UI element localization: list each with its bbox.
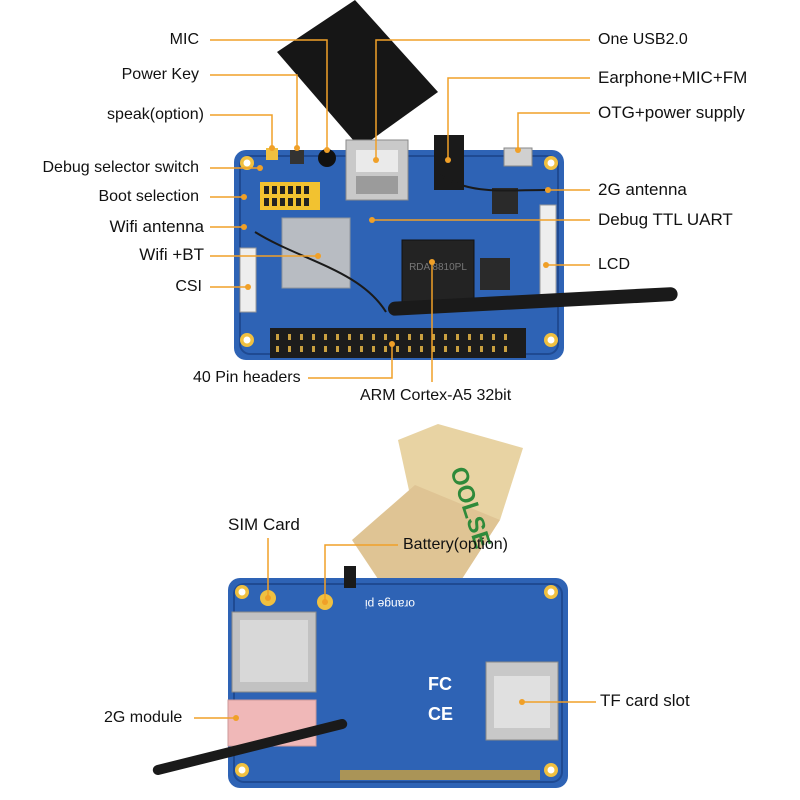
wifi-antenna-patch [277,0,438,148]
svg-text:FC: FC [428,674,452,694]
svg-text:CE: CE [428,704,453,724]
label-tf-card-slot: TF card slot [600,691,690,710]
label-boot-selection: Boot selection [98,188,199,205]
label-arm-cortex: ARM Cortex-A5 32bit [360,387,512,404]
power-key [290,150,304,164]
top-leader-lines [210,39,590,382]
label-earphone-mic-fm: Earphone+MIC+FM [598,68,748,87]
label-speak-option: speak(option) [107,106,204,123]
label-mic: MIC [169,31,199,48]
label-2g-antenna: 2G antenna [598,180,687,199]
bottom-leader-lines [194,538,596,719]
speaker-pad [266,148,278,160]
label-lcd: LCD [598,256,631,273]
label-power-key: Power Key [121,66,199,83]
antenna-rod-top [387,287,678,316]
mic [318,149,336,167]
label-wifi-antenna: Wifi antenna [109,217,205,236]
label-wifi-bt: Wifi +BT [139,245,204,264]
label-otg-power-supply: OTG+power supply [598,103,745,122]
label-one-usb: One USB2.0 [598,31,688,48]
top-board: RDA 8810PL [210,0,678,382]
label-battery-option: Battery(option) [403,536,508,553]
wifi-bt-module [281,217,351,289]
label-2g-module: 2G module [104,709,183,726]
soc-chip [401,239,475,309]
label-csi: CSI [175,278,202,295]
gpio-header [270,328,526,358]
csi-connector [239,247,257,313]
label-debug-ttl-uart: Debug TTL UART [598,210,733,229]
label-40-pin-headers: 40 Pin headers [193,369,301,386]
label-sim-card: SIM Card [228,515,300,534]
chip-marking: RDA 8810PL [409,262,467,273]
battery-tape [352,485,500,582]
label-debug-selector-switch: Debug selector switch [42,159,199,176]
brand-text: orange pi [365,597,415,611]
bottom-board: OOLSE orange pi FC CE [152,424,596,788]
antenna-rod-bottom [152,719,348,775]
